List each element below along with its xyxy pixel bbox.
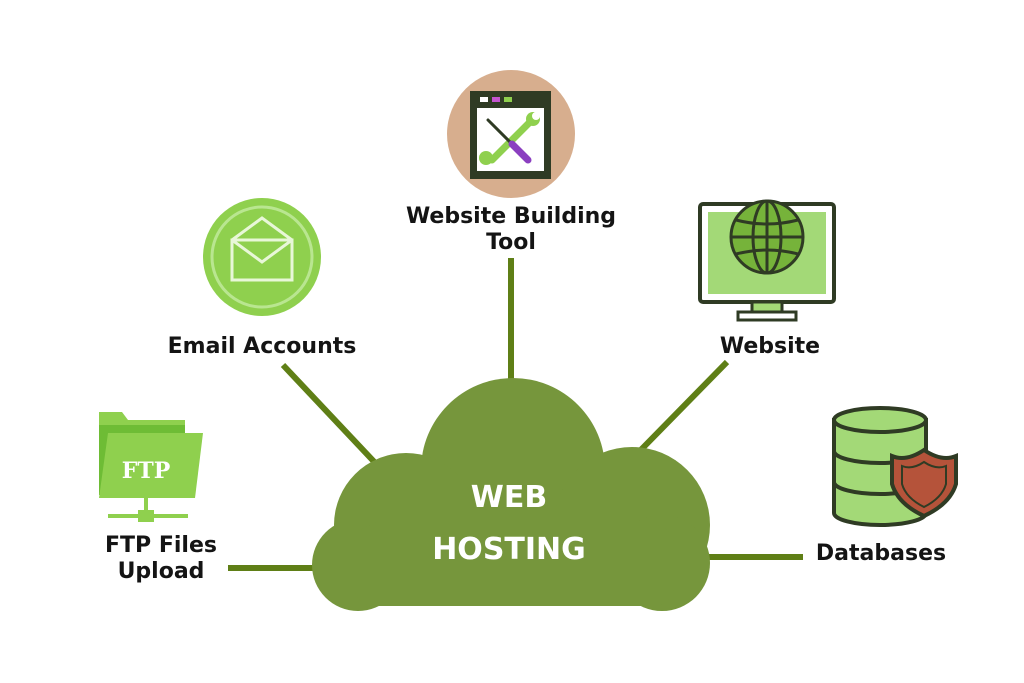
ftp-files-upload-line1: FTP Files: [105, 533, 217, 558]
website-building-tool-line2: Tool: [486, 230, 536, 255]
web-hosting-title-line1: WEB: [470, 480, 548, 515]
ftp-files-upload-label: FTP Files Upload: [86, 533, 236, 585]
website-building-tool-label: Website Building Tool: [391, 204, 631, 256]
monitor-globe-icon: [698, 199, 836, 322]
web-hosting-cloud: [312, 378, 710, 611]
email-accounts-label: Email Accounts: [167, 334, 357, 359]
ftp-folder-label: FTP: [122, 458, 171, 484]
ftp-folder-icon: FTP: [99, 412, 203, 522]
web-hosting-title: WEB HOSTING: [409, 480, 609, 568]
envelope-icon: [203, 198, 321, 316]
website-building-tool-line1: Website Building: [405, 204, 617, 229]
website-label: Website: [719, 334, 821, 359]
database-shield-icon: [832, 406, 958, 527]
connector-lines: [228, 258, 803, 571]
browser-window-tools-icon: [447, 70, 575, 198]
databases-label: Databases: [815, 541, 947, 566]
connector-website: [625, 359, 730, 466]
web-hosting-title-line2: HOSTING: [432, 532, 586, 567]
ftp-files-upload-line2: Upload: [117, 559, 205, 584]
connector-email-accounts: [280, 362, 383, 471]
